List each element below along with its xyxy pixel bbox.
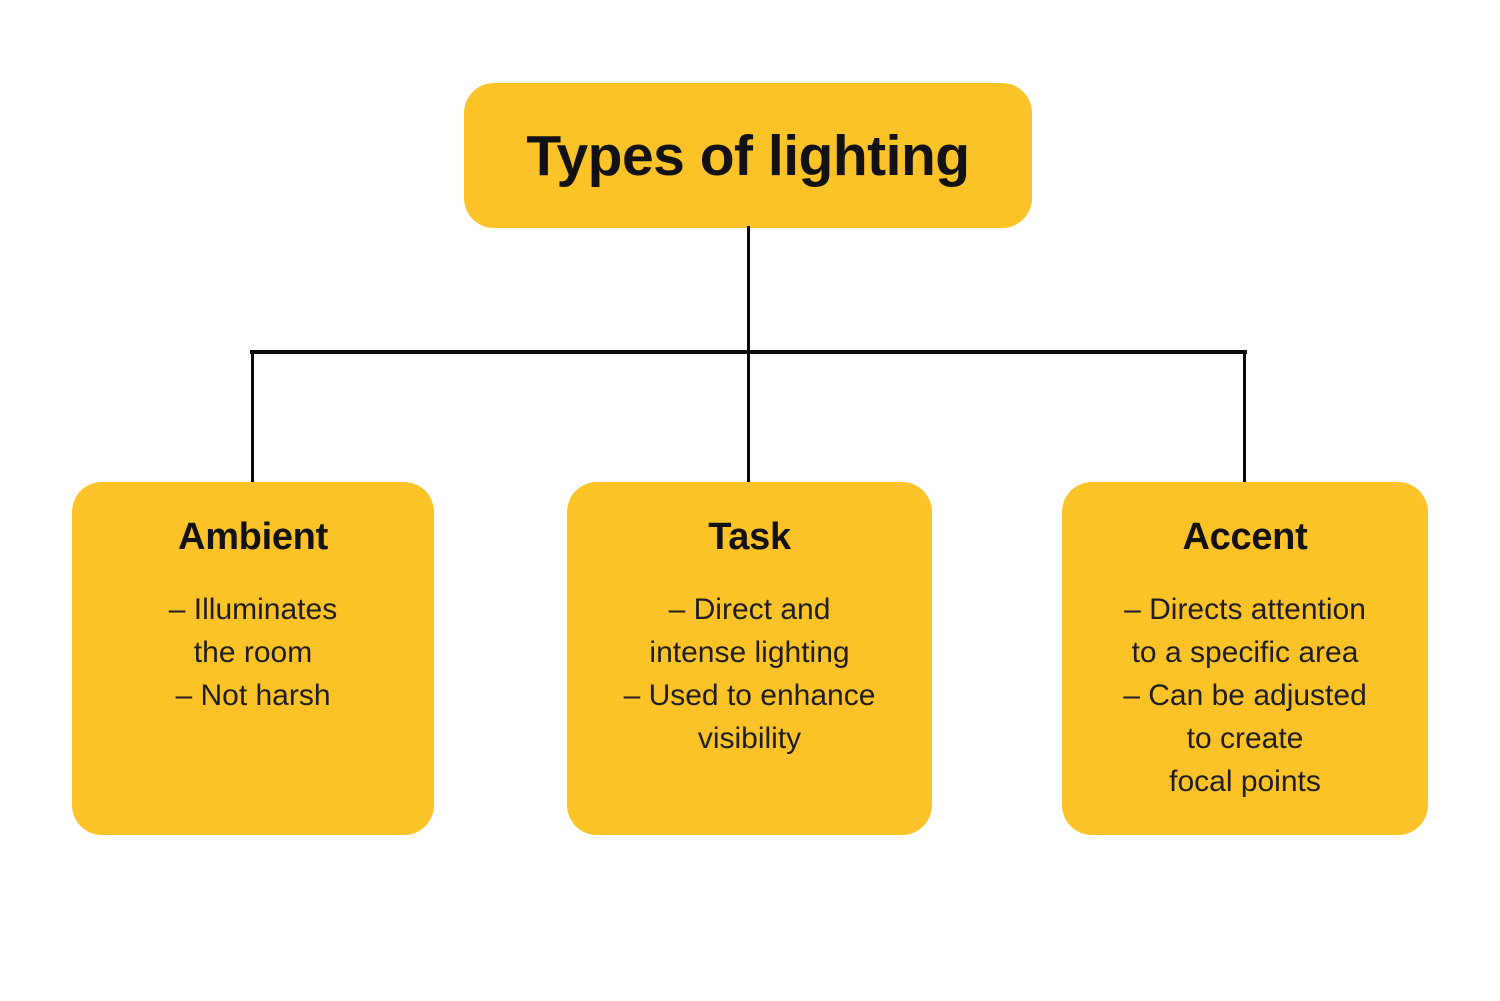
connector-root-stem: [747, 226, 750, 352]
node-text-line: intense lighting: [649, 636, 850, 669]
diagram-title: Types of lighting: [526, 123, 970, 188]
node-text-line: – Not harsh: [175, 679, 331, 712]
connector-task-stem: [747, 352, 750, 484]
node-body: – Illuminates the room – Not harsh: [72, 588, 434, 717]
node-ambient: Ambient – Illuminates the room – Not har…: [72, 482, 434, 835]
node-text-line: to create: [1186, 722, 1304, 755]
root-node: Types of lighting: [464, 83, 1032, 228]
node-text-line: – Direct and: [668, 593, 831, 626]
connector-ambient-stem: [251, 352, 254, 484]
node-task: Task – Direct and intense lighting – Use…: [567, 482, 932, 835]
node-title: Accent: [1182, 516, 1308, 558]
node-text-line: visibility: [697, 722, 802, 755]
node-text-line: – Can be adjusted: [1123, 679, 1367, 712]
node-text-line: focal points: [1169, 765, 1321, 798]
node-text-line: the room: [193, 636, 313, 669]
node-text-line: – Directs attention: [1124, 593, 1366, 626]
connector-accent-stem: [1243, 352, 1246, 484]
node-text-line: – Illuminates: [168, 593, 338, 626]
node-text-line: to a specific area: [1131, 636, 1359, 669]
node-body: – Directs attention to a specific area –…: [1062, 588, 1428, 803]
node-accent: Accent – Directs attention to a specific…: [1062, 482, 1428, 835]
node-text-line: – Used to enhance: [623, 679, 876, 712]
node-title: Task: [708, 516, 791, 558]
node-body: – Direct and intense lighting – Used to …: [567, 588, 932, 760]
node-title: Ambient: [178, 516, 328, 558]
